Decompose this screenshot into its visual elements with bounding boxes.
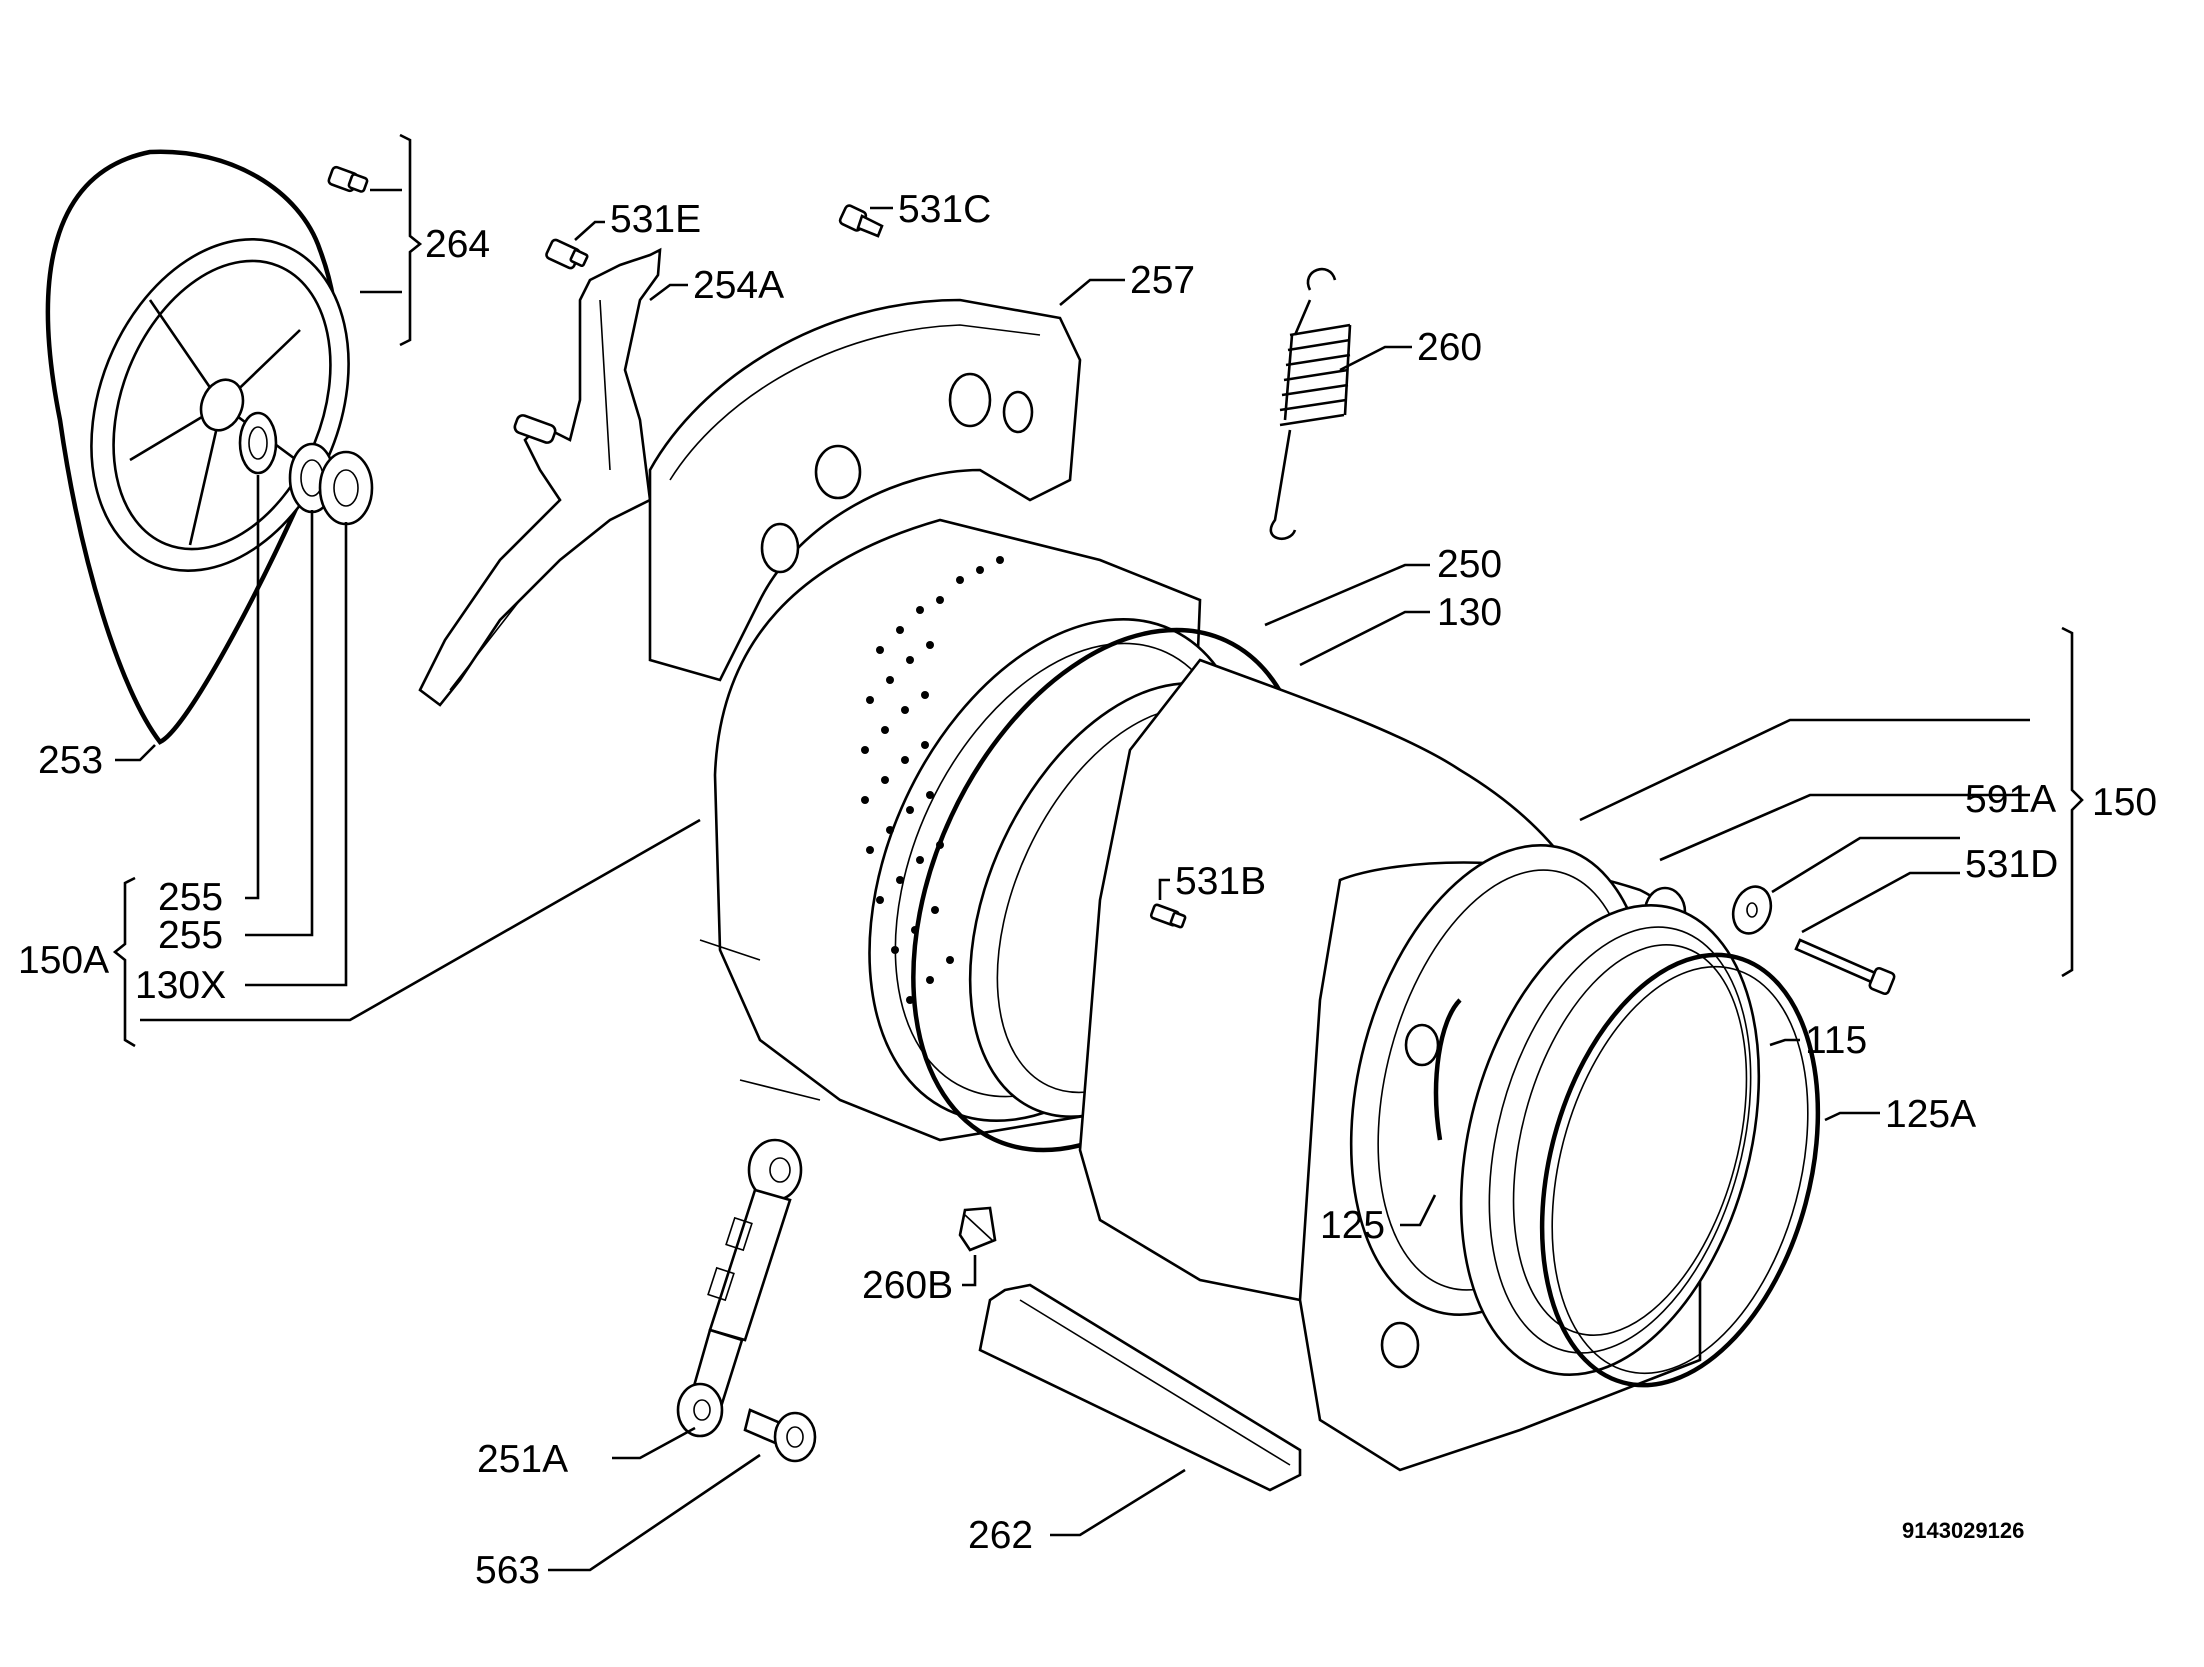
label-260: 260	[1417, 326, 1482, 369]
spider-bracket	[418, 247, 662, 707]
label-591A: 591A	[1965, 778, 2056, 821]
label-254A: 254A	[693, 264, 784, 307]
screw-531C	[838, 204, 884, 238]
label-531C: 531C	[898, 188, 991, 231]
drawing-code: 9143029126	[1902, 1518, 2024, 1543]
label-531D: 531D	[1965, 843, 2058, 886]
label-130X: 130X	[135, 964, 226, 1007]
label-264: 264	[425, 223, 490, 266]
label-255-b: 255	[158, 914, 223, 957]
counterweight	[648, 298, 1082, 682]
long-screw-531D	[1794, 938, 1896, 996]
brace-150	[2061, 626, 2084, 978]
screw-264	[327, 165, 369, 193]
leader-lines	[115, 188, 2030, 1572]
label-130: 130	[1437, 591, 1502, 634]
label-262: 262	[968, 1514, 1033, 1557]
brace-150A	[112, 876, 136, 1048]
brace-264	[399, 133, 423, 347]
label-250: 250	[1437, 543, 1502, 586]
label-257: 257	[1130, 259, 1195, 302]
washer-591A	[1731, 885, 1773, 935]
spring	[1269, 267, 1352, 540]
label-115: 115	[1805, 1019, 1867, 1062]
clip-260B	[958, 1206, 997, 1252]
label-251A: 251A	[477, 1438, 568, 1481]
label-255-a: 255	[158, 876, 223, 919]
drum-perforations	[861, 556, 1004, 1004]
label-125: 125	[1320, 1204, 1385, 1247]
pulley-and-belt	[45, 149, 350, 745]
label-531B: 531B	[1175, 860, 1266, 903]
screw-531E	[545, 238, 589, 270]
label-253: 253	[38, 739, 103, 782]
door-seal	[1459, 904, 1761, 1376]
label-563: 563	[475, 1549, 540, 1592]
bolt-563	[743, 1408, 817, 1463]
rail-262	[978, 1283, 1302, 1492]
label-531E: 531E	[610, 198, 701, 241]
screw-531B	[1149, 903, 1187, 929]
bearing-set	[238, 411, 374, 526]
shock-absorber	[676, 1138, 803, 1438]
label-150A: 150A	[18, 939, 109, 982]
label-125A: 125A	[1885, 1093, 1976, 1136]
label-260B: 260B	[862, 1264, 953, 1307]
clamp-ring-inner	[1433, 998, 1462, 1141]
clamp-ring-outer	[1539, 952, 1821, 1388]
label-150: 150	[2092, 781, 2157, 824]
